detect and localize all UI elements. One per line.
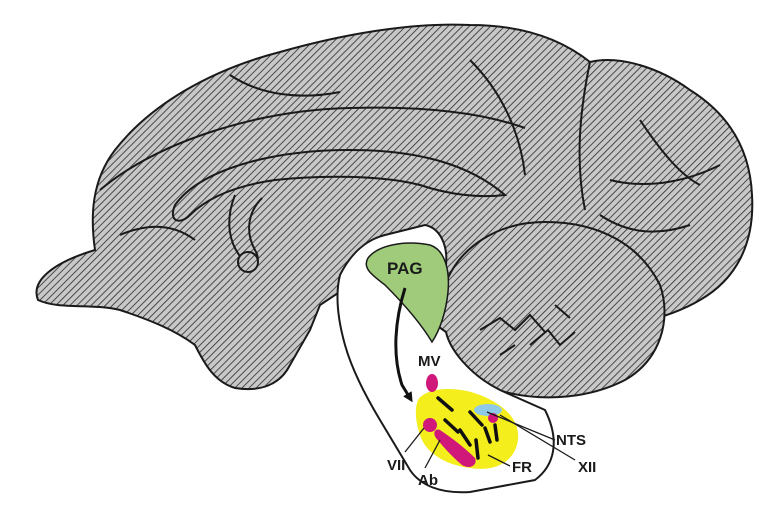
mv-nucleus: [426, 374, 438, 392]
label-ab: Ab: [418, 472, 438, 489]
label-vii: VII: [387, 457, 405, 474]
label-nts: NTS: [556, 432, 586, 449]
mammillary-body: [238, 252, 258, 272]
nts-region: [474, 404, 502, 416]
label-pag: PAG: [387, 259, 423, 278]
label-fr: FR: [512, 459, 532, 476]
label-xii: XII: [578, 459, 596, 476]
vii-nucleus: [423, 418, 437, 432]
label-mv: MV: [418, 353, 441, 370]
